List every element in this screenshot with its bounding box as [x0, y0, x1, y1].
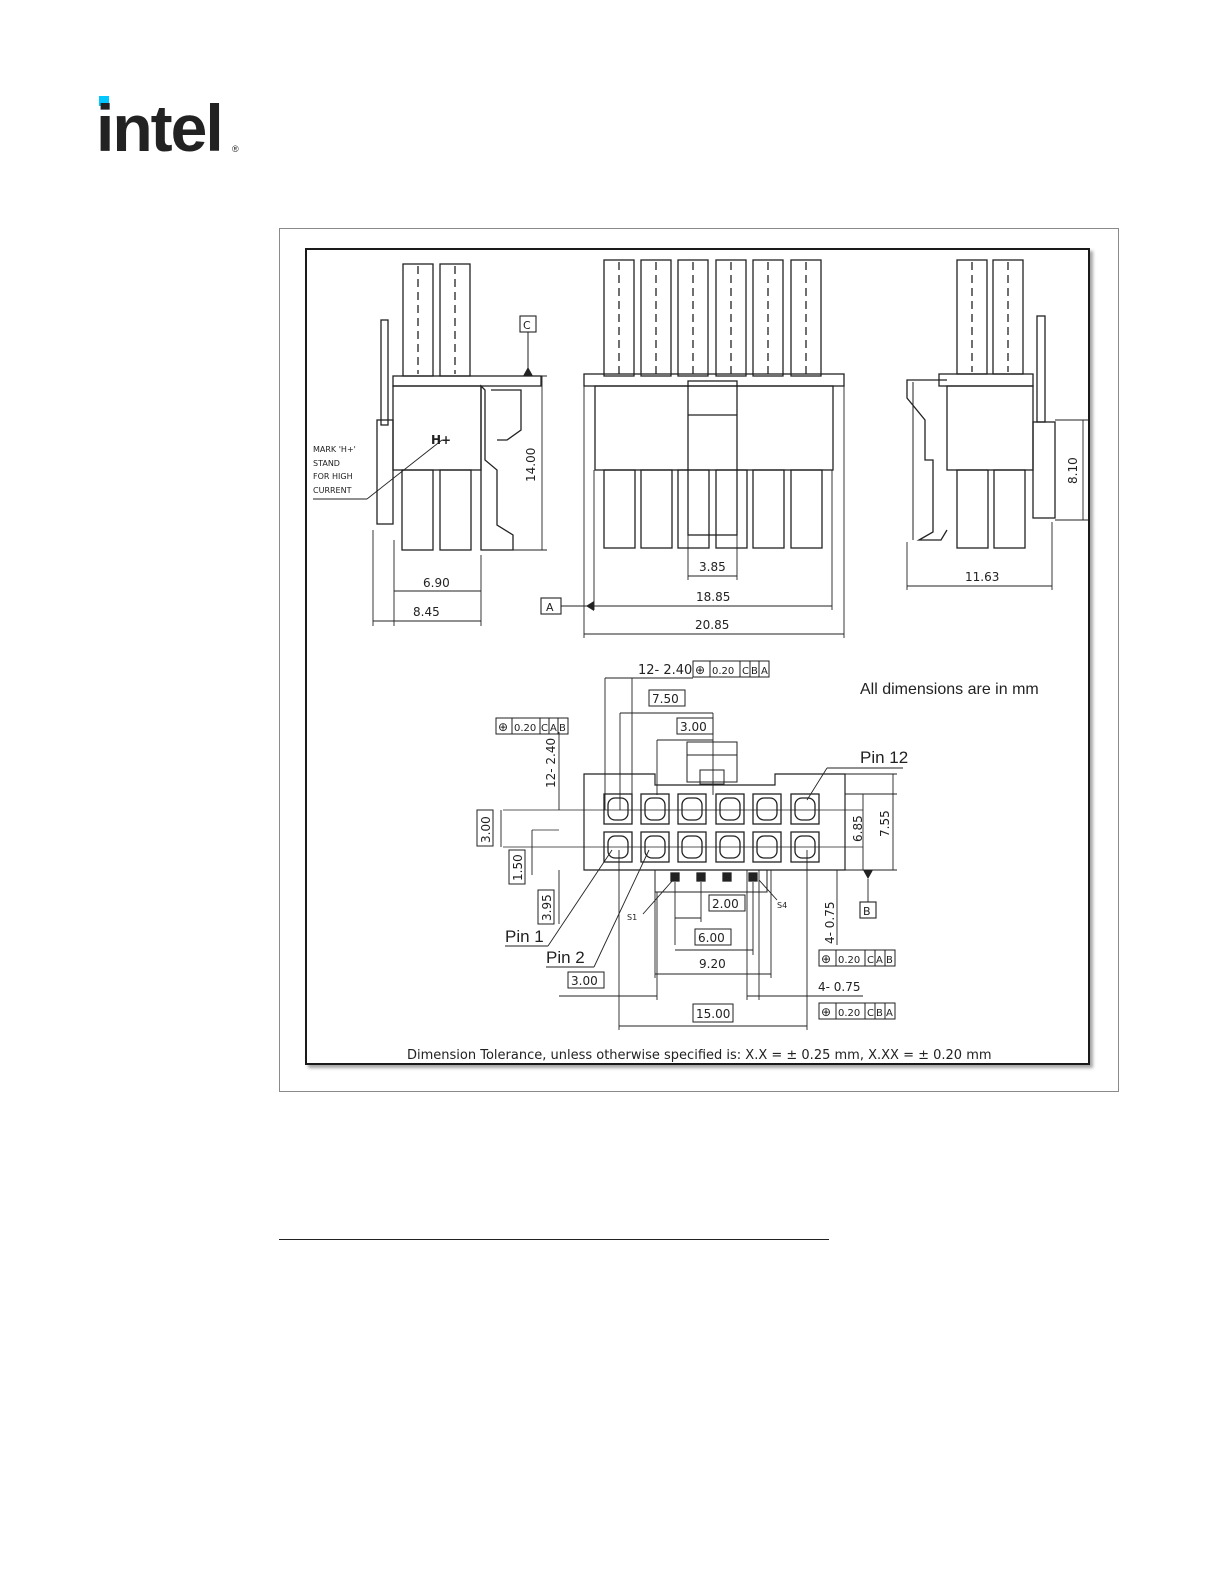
fcf-left-d1: C — [541, 723, 548, 734]
fcf-right-2-symbol: ⊕ — [821, 1005, 831, 1019]
dim-300-top: 3.00 — [680, 720, 707, 734]
dim-600: 6.00 — [698, 931, 725, 945]
fcf-right-2-d1: C — [867, 1008, 874, 1019]
units-note: All dimensions are in mm — [860, 681, 1039, 698]
hole-callout-top: 12- 2.40 — [638, 663, 692, 678]
dim-right-width: 11.63 — [965, 570, 999, 584]
fcf-right-1-d3: B — [886, 955, 893, 966]
dim-395: 3.95 — [540, 894, 554, 921]
fcf-left: ⊕ 0.20 C A B — [495, 717, 569, 735]
intel-logo: intel ® — [96, 91, 239, 160]
fcf-top-symbol: ⊕ — [695, 663, 705, 677]
dim-left-width-inner: 6.90 — [423, 576, 450, 590]
logo-wordmark: intel — [96, 91, 222, 160]
fcf-right-2: ⊕ 0.20 C B A — [818, 1002, 896, 1020]
dim-150: 1.50 — [511, 854, 525, 881]
fcf-top-tol: 0.20 — [712, 666, 734, 677]
dim-240-vertical: 12- 2.40 — [544, 738, 558, 788]
fcf-top-d1: C — [742, 666, 749, 677]
fcf-right-2-d3: A — [886, 1008, 893, 1019]
mark-h-plus-symbol: H+ — [431, 433, 451, 447]
fcf-right-1-d2: A — [876, 955, 883, 966]
pin-12-label: Pin 12 — [860, 748, 908, 767]
dim-750: 7.50 — [652, 692, 679, 706]
dim-left-width-outer: 8.45 — [413, 605, 440, 619]
dim-075-vertical: 4- 0.75 — [823, 902, 837, 945]
dim-075: 4- 0.75 — [818, 980, 861, 994]
mark-note-line4: CURRENT — [313, 486, 352, 495]
mark-note-line2: STAND — [313, 459, 340, 468]
fcf-top-d2: B — [751, 666, 758, 677]
footnote-separator — [279, 1239, 829, 1240]
datum-a-label: A — [546, 601, 554, 614]
fcf-right-2-tol: 0.20 — [838, 1008, 860, 1019]
connector-drawing-svg: C 14.00 H+ MARK 'H+' STAND FOR HIGH CURR… — [313, 259, 1089, 1063]
bottom-view: 12- 2.40 ⊕ 0.20 C B A 7.50 3.00 — [476, 660, 908, 1030]
fcf-left-d2: A — [550, 723, 557, 734]
dim-920: 9.20 — [699, 957, 726, 971]
datum-c-label: C — [523, 319, 531, 332]
connector-drawing: C 14.00 H+ MARK 'H+' STAND FOR HIGH CURR… — [305, 248, 1090, 1065]
pin-grid — [603, 793, 820, 863]
dim-1500: 15.00 — [696, 1007, 730, 1021]
dim-300-bottom: 3.00 — [571, 974, 598, 988]
fcf-left-symbol: ⊕ — [498, 720, 508, 734]
tolerance-note: Dimension Tolerance, unless otherwise sp… — [407, 1048, 992, 1063]
pin-2-label: Pin 2 — [546, 948, 585, 967]
front-view: 3.85 18.85 20.85 A — [540, 259, 845, 638]
dim-right-height: 8.10 — [1066, 457, 1080, 484]
fcf-right-1-d1: C — [867, 955, 874, 966]
fcf-right-1: ⊕ 0.20 C A B — [818, 949, 896, 967]
dim-755: 7.55 — [878, 810, 892, 837]
dim-200: 2.00 — [712, 897, 739, 911]
dim-left-height: 14.00 — [524, 448, 538, 482]
pin-1-label: Pin 1 — [505, 927, 544, 946]
dim-685: 6.85 — [851, 815, 865, 842]
mark-note-line1: MARK 'H+' — [313, 445, 356, 454]
s1-label: S1 — [627, 913, 637, 922]
logo-registered-mark: ® — [232, 144, 239, 154]
s4-label: S4 — [777, 901, 787, 910]
mark-note-line3: FOR HIGH — [313, 472, 353, 481]
dim-front-latch: 3.85 — [699, 560, 726, 574]
fcf-top-d3: A — [761, 666, 768, 677]
left-side-view: C 14.00 H+ MARK 'H+' STAND FOR HIGH CURR… — [313, 263, 547, 626]
dim-front-outer: 20.85 — [695, 618, 729, 632]
dim-300-left: 3.00 — [479, 816, 493, 843]
datum-b-label: B — [863, 905, 871, 918]
fcf-top: ⊕ 0.20 C B A — [692, 660, 770, 678]
fcf-right-1-tol: 0.20 — [838, 955, 860, 966]
right-side-view: 8.10 11.63 — [906, 259, 1089, 590]
fcf-right-2-d2: B — [876, 1008, 883, 1019]
fcf-right-1-symbol: ⊕ — [821, 952, 831, 966]
dim-front-inner: 18.85 — [696, 590, 730, 604]
fcf-left-d3: B — [559, 723, 566, 734]
fcf-left-tol: 0.20 — [514, 723, 536, 734]
logo-dot — [99, 96, 109, 106]
